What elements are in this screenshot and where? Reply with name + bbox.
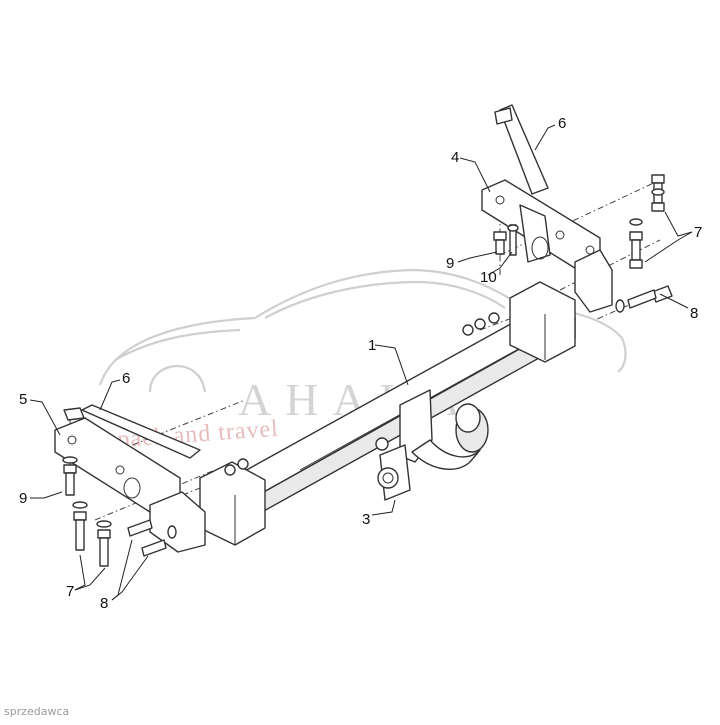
seller-credit: sprzedawca	[4, 705, 70, 718]
watermark-car-hood-icon	[114, 328, 241, 361]
left-fasteners	[62, 456, 177, 567]
callout-7-left-bolts: 7	[66, 583, 74, 600]
right-strap	[494, 104, 549, 195]
right-side-bracket	[481, 179, 613, 313]
callout-8-left-bolts: 8	[100, 595, 108, 612]
callout-9-right-bolt: 9	[446, 255, 454, 272]
main-crossbeam	[199, 281, 576, 546]
callout-10-stud: 10	[480, 269, 497, 286]
callout-4-right-bracket: 4	[451, 149, 459, 166]
callout-6-left-strap: 6	[122, 370, 130, 387]
callout-1-main-crossbeam: 1	[368, 337, 376, 354]
left-side-bracket	[54, 417, 206, 553]
callout-3-tow-ball: 3	[362, 511, 370, 528]
watermark-car-wheel-icon	[148, 365, 207, 393]
left-strap	[63, 404, 201, 459]
callout-6-right-strap: 6	[558, 115, 566, 132]
callout-5-left-bracket: 5	[19, 391, 27, 408]
callout-labels: 1 3 4 5 6 6 7 7 8 8 9 9 10	[19, 115, 702, 612]
tow-ball-and-socket	[375, 389, 489, 501]
callout-9-left-bolt: 9	[19, 490, 27, 507]
watermark-car-outline-icon	[98, 268, 627, 386]
callout-8-right-bolts: 8	[690, 305, 698, 322]
callout-7-right-bolts: 7	[694, 224, 702, 241]
right-fasteners	[493, 174, 673, 313]
watermark-car-window-icon	[264, 280, 506, 319]
callout-leaders	[29, 124, 693, 601]
